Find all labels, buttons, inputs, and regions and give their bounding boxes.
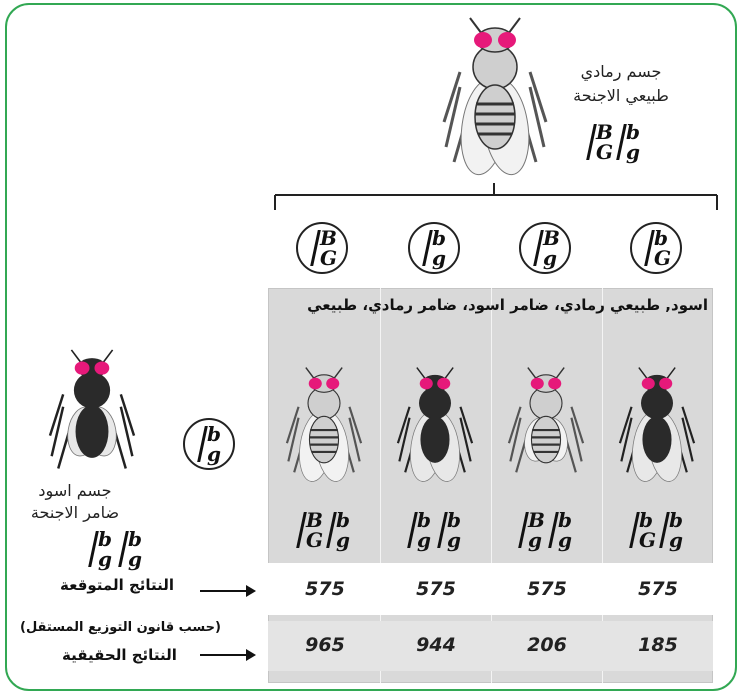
actual-value-2: 944	[381, 634, 491, 656]
expected-value-1: 575	[270, 578, 380, 600]
expected-value-4: 575	[603, 578, 713, 600]
phenotype-header: اسود, طبيعي رمادي، ضامر اسود، ضامر رمادي…	[307, 296, 708, 314]
parent-fly-black	[42, 345, 142, 485]
parent-left-label-line1: جسم اسود	[10, 480, 140, 502]
arrow-icon	[200, 590, 248, 592]
actual-value-3: 206	[492, 634, 602, 656]
offspring-fly-3	[506, 345, 586, 505]
offspring-fly-2	[395, 345, 475, 505]
parent-left-label-line2: ضامر الاجنحة	[10, 502, 140, 524]
actual-label: النتائج الحقيقية	[62, 646, 177, 664]
actual-value-1: 965	[270, 634, 380, 656]
offspring-fly-4	[617, 345, 697, 505]
expected-value-3: 575	[492, 578, 602, 600]
expected-value-2: 575	[381, 578, 491, 600]
arrow-icon	[200, 654, 248, 656]
actual-value-4: 185	[603, 634, 713, 656]
offspring-fly-1	[284, 345, 364, 505]
actual-note: (حسب قانون التوزيع المستقل)	[20, 620, 221, 635]
expected-label: النتائج المتوقعة	[60, 576, 174, 594]
parent-left-label: جسم اسود ضامر الاجنحة	[10, 480, 140, 524]
